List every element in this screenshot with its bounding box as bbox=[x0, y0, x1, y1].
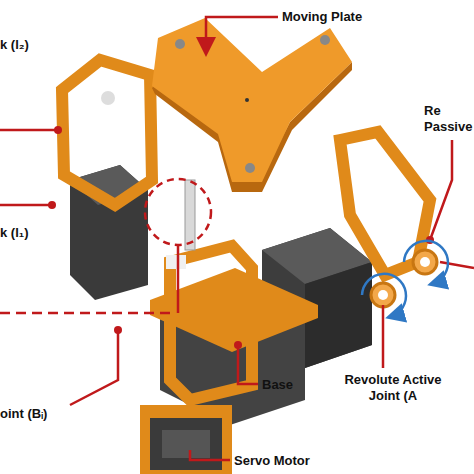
link-left bbox=[62, 60, 152, 205]
part-label: Moving Plate bbox=[282, 9, 362, 25]
part-label: Base bbox=[262, 377, 293, 393]
part-label: k (l₂) bbox=[0, 37, 29, 53]
shaft bbox=[185, 180, 195, 250]
part-label: Servo Motor bbox=[234, 453, 310, 469]
part-label: oint (Bᵢ) bbox=[0, 406, 47, 422]
part-label: Revolute Active Joint (A bbox=[338, 372, 448, 404]
servo-bottom bbox=[140, 405, 232, 474]
part-label: Re Passive bbox=[424, 103, 470, 135]
moving-plate bbox=[152, 18, 352, 192]
link-right bbox=[340, 132, 437, 307]
leader-lines bbox=[0, 17, 474, 460]
highlight-circle bbox=[145, 179, 211, 245]
rotation-arrows bbox=[362, 241, 448, 317]
leader-dots bbox=[48, 126, 434, 349]
part-label: k (l₁) bbox=[0, 225, 29, 241]
